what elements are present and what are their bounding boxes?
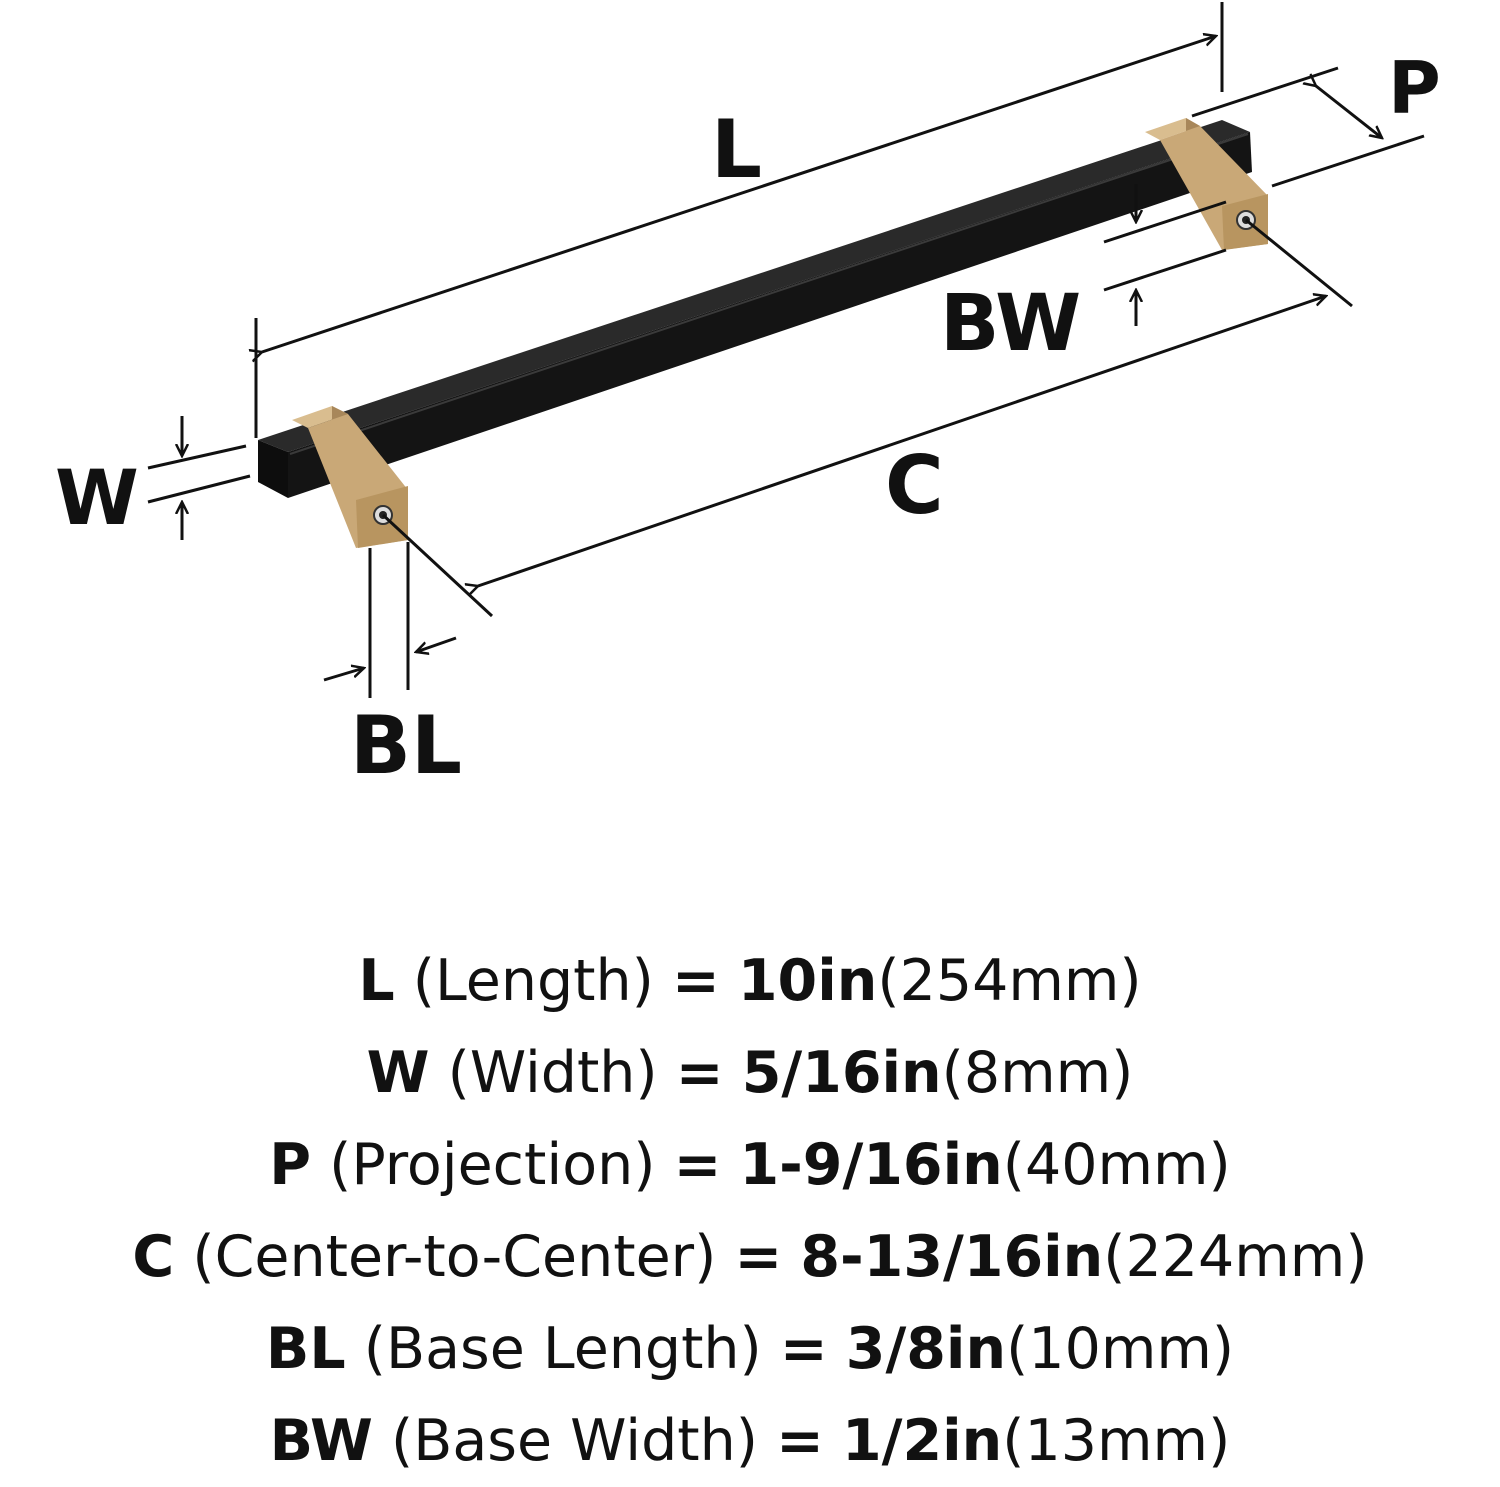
spec-metric: (8mm) (941, 1040, 1134, 1106)
spec-equals: = (672, 948, 720, 1014)
spec-metric: (13mm) (1002, 1408, 1231, 1474)
spec-code: BL (265, 1316, 346, 1382)
P-dimension-line (1316, 86, 1382, 138)
W-extension-top (147, 444, 247, 470)
spec-metric: (40mm) (1002, 1132, 1231, 1198)
C-leader-left (381, 513, 494, 618)
spec-imperial: 3/8in (845, 1316, 1007, 1382)
spec-equals: = (675, 1040, 724, 1106)
spec-code: P (269, 1132, 311, 1198)
spec-metric: (224mm) (1103, 1224, 1368, 1290)
spec-row-bw: BW (Base Width) = 1/2in(13mm) (0, 1395, 1500, 1487)
spec-code: W (366, 1040, 430, 1106)
spec-metric: (254mm) (877, 948, 1142, 1014)
spec-equals: = (779, 1316, 828, 1382)
spec-name: (Length) (412, 948, 654, 1014)
bar-front-face (258, 440, 288, 498)
spec-name: (Base Length) (363, 1316, 762, 1382)
spec-name: (Projection) (329, 1132, 656, 1198)
label-BW: BW (940, 279, 1082, 369)
pull-handle-drawing (147, 2, 1425, 698)
label-P: P (1388, 46, 1441, 130)
bar-side-face (288, 132, 1252, 498)
BW-extension-top (1103, 200, 1227, 244)
label-C: C (885, 439, 944, 532)
spec-list: L (Length) = 10in(254mm)W (Width) = 5/16… (0, 935, 1500, 1487)
spec-equals: = (673, 1132, 722, 1198)
BL-arrow-right (416, 636, 457, 652)
label-W: W (55, 453, 139, 542)
spec-code: BW (269, 1408, 373, 1474)
spec-row-w: W (Width) = 5/16in(8mm) (0, 1027, 1500, 1119)
BW-extension-bottom (1103, 248, 1227, 292)
C-leader-right (1245, 218, 1353, 308)
L-dimension-line (262, 36, 1216, 352)
spec-equals: = (776, 1408, 824, 1474)
spec-equals: = (734, 1224, 783, 1290)
spec-imperial: 8-13/16in (800, 1224, 1104, 1290)
W-extension-bottom (147, 474, 251, 504)
spec-row-p: P (Projection) = 1-9/16in(40mm) (0, 1119, 1500, 1211)
spec-code: L (358, 948, 395, 1014)
left-base-post (292, 406, 408, 548)
P-extension-bottom (1271, 134, 1425, 188)
spec-row-c: C (Center-to-Center) = 8-13/16in(224mm) (0, 1211, 1500, 1303)
spec-imperial: 10in (737, 948, 878, 1014)
spec-name: (Base Width) (390, 1408, 758, 1474)
dimension-lines (147, 2, 1425, 698)
spec-row-l: L (Length) = 10in(254mm) (0, 935, 1500, 1027)
spec-imperial: 5/16in (741, 1040, 942, 1106)
spec-metric: (10mm) (1006, 1316, 1235, 1382)
spec-name: (Center-to-Center) (192, 1224, 717, 1290)
label-L: L (711, 103, 762, 196)
BL-arrow-left (323, 668, 364, 682)
P-extension-top (1191, 66, 1339, 118)
spec-imperial: 1/2in (842, 1408, 1003, 1474)
spec-code: C (132, 1224, 175, 1290)
spec-row-bl: BL (Base Length) = 3/8in(10mm) (0, 1303, 1500, 1395)
C-dimension-line (478, 296, 1326, 586)
spec-imperial: 1-9/16in (739, 1132, 1003, 1198)
spec-name: (Width) (447, 1040, 658, 1106)
label-BL: BL (350, 699, 462, 792)
